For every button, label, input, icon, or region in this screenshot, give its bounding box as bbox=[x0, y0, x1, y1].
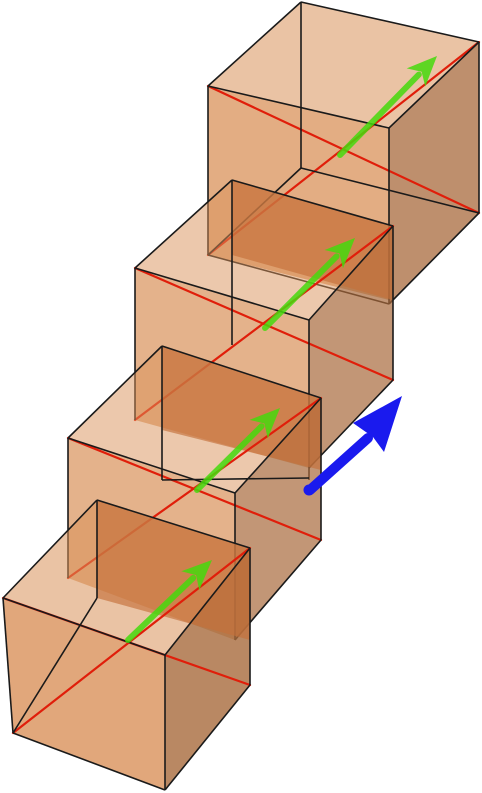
green-arrow-icon bbox=[125, 560, 212, 643]
cube-2-edge-8 bbox=[308, 379, 394, 469]
cube-4-edge-3 bbox=[164, 547, 251, 656]
cube-3-edge-10 bbox=[161, 477, 310, 481]
blue-arrow-head bbox=[353, 396, 402, 452]
cube-4-edge-2 bbox=[96, 499, 251, 549]
cube-4-edge-4 bbox=[2, 597, 166, 656]
green-arrow-head bbox=[181, 560, 212, 591]
cube-3-edge-1 bbox=[67, 345, 163, 439]
cube-1-edge-1 bbox=[207, 1, 302, 87]
cube-4-edge-1 bbox=[2, 499, 98, 599]
cube-3-edge-3 bbox=[234, 397, 322, 494]
cube-1-edge-11 bbox=[300, 167, 480, 214]
green-arrow-icon bbox=[194, 408, 280, 493]
green-arrow-head bbox=[406, 56, 437, 87]
cube-4-edge-11 bbox=[12, 597, 98, 734]
green-arrow-icon bbox=[262, 238, 355, 331]
blue-arrow-shaft bbox=[305, 433, 373, 495]
cube-1-edge-3 bbox=[388, 41, 480, 129]
cube-1-edge-4 bbox=[207, 85, 390, 129]
blue-arrow-icon bbox=[303, 396, 402, 496]
green-arrow-shaft bbox=[337, 71, 422, 158]
cube-2-edge-1 bbox=[134, 179, 233, 269]
cube-3-face-4 bbox=[162, 346, 321, 470]
cube-1-edge-2 bbox=[300, 1, 480, 43]
green-arrow-shaft bbox=[262, 253, 340, 331]
green-arrow-icon bbox=[337, 56, 437, 158]
cube-4-edge-6 bbox=[12, 732, 166, 791]
cube-2-edge-3 bbox=[308, 225, 394, 321]
cube-2-edge-2 bbox=[231, 179, 394, 227]
green-arrow-shaft bbox=[194, 423, 265, 493]
green-arrow-shaft bbox=[125, 574, 197, 643]
cube-4 bbox=[1, 499, 252, 791]
cube-1-edge-8 bbox=[388, 212, 480, 305]
cube-4-edge-9 bbox=[164, 684, 251, 791]
blue-arrow-tail bbox=[303, 484, 315, 496]
cube-4-edge-5 bbox=[2, 597, 14, 734]
green-arrow-head bbox=[324, 238, 355, 269]
green-arrow-head bbox=[249, 408, 280, 439]
cube-3-edge-2 bbox=[161, 345, 322, 399]
cube-4-face-4 bbox=[97, 500, 250, 640]
